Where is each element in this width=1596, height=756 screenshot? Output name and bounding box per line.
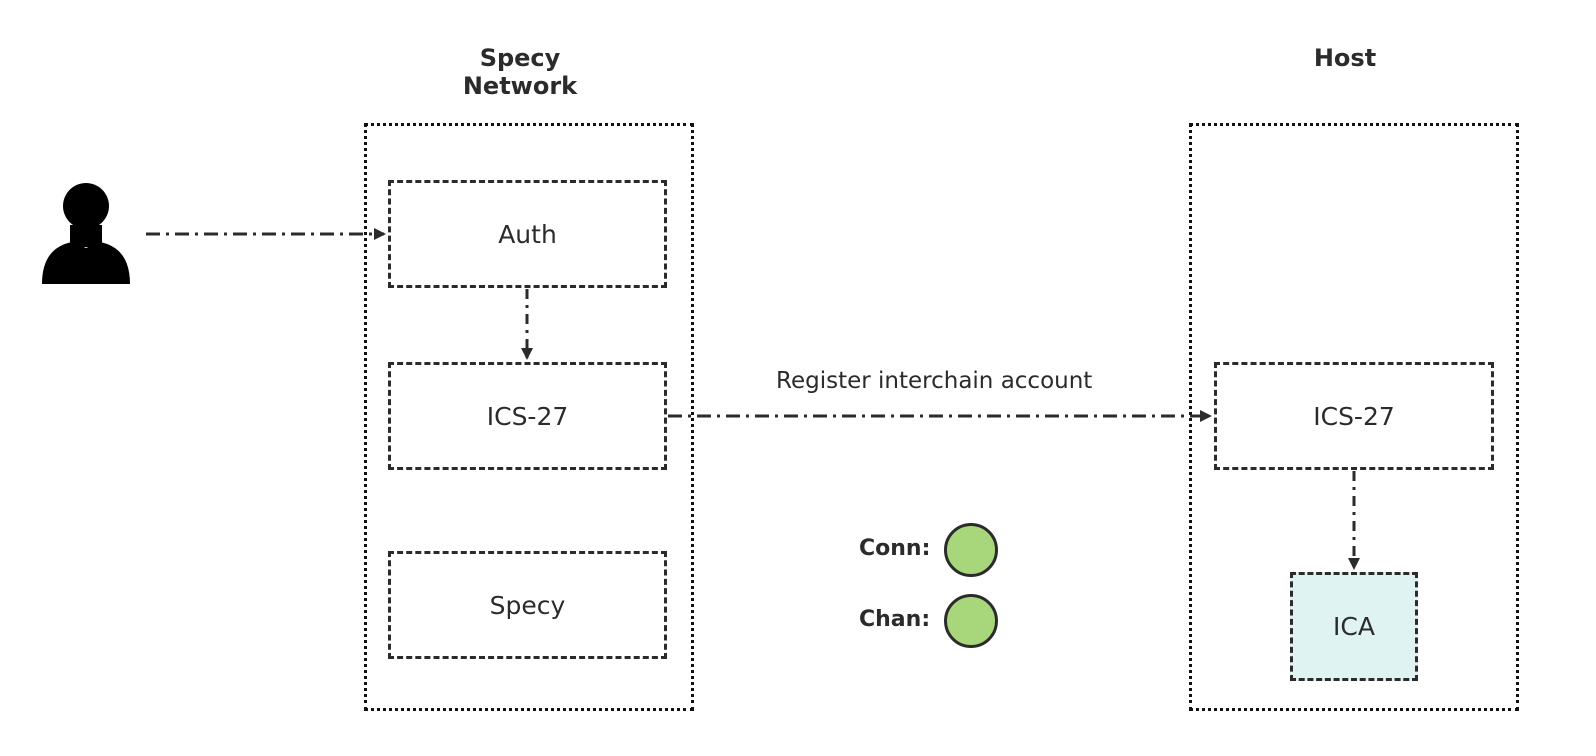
conn-status-dot [944,523,998,577]
legend-conn-label: Conn: [859,536,931,561]
specy-network-panel [364,123,694,711]
ica-label: ICA [1333,612,1375,641]
legend-chan-label: Chan: [859,607,931,632]
ics27-right-box: ICS-27 [1214,362,1494,470]
specy-label: Specy [489,590,566,620]
auth-box: Auth [388,180,667,288]
chan-status-dot [944,594,998,648]
register-interchain-account-label: Register interchain account [776,368,1093,394]
auth-label: Auth [498,219,557,249]
user-icon [42,183,130,284]
ics27-left-box: ICS-27 [388,362,667,470]
specy-box: Specy [388,551,667,659]
title-host: Host [1313,44,1377,72]
ica-box: ICA [1290,572,1418,681]
ics27-left-label: ICS-27 [486,401,569,431]
ics27-right-label: ICS-27 [1313,401,1395,431]
title-specy-network: Specy Network [462,44,578,100]
